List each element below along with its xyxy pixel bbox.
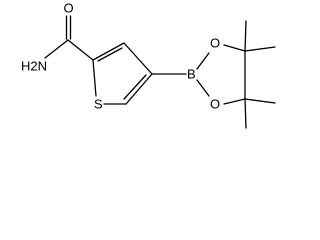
atom-label-boron: B	[187, 66, 196, 81]
bond-ring-c2-c3-inner	[97, 47, 123, 62]
atom-label-oxygen-bottom: O	[210, 96, 220, 111]
atom-label-amide-nitrogen: H2N	[21, 58, 47, 73]
bond-methyl-2	[244, 46, 276, 52]
molecule-diagram: O H2N S B O O	[21, 0, 276, 129]
bond-o-c-top	[223, 44, 246, 52]
atom-label-ring-sulfur: S	[94, 96, 103, 111]
atom-labels: O H2N S B O O	[21, 0, 220, 111]
atom-label-carbonyl-oxygen: O	[64, 0, 74, 15]
bond-methyl-4	[244, 98, 247, 129]
bond-ring-c4-c5-inner	[123, 74, 147, 100]
bond-c-n	[44, 39, 69, 59]
bond-o-c-bottom	[223, 98, 246, 105]
bond-methyl-3	[244, 98, 276, 104]
bond-methyl-1	[244, 20, 247, 52]
bond-ring-c4-c5	[125, 73, 153, 105]
bond-b-o-top	[196, 52, 210, 70]
structure-drawing: O H2N S B O O	[21, 0, 276, 129]
atom-label-oxygen-top: O	[210, 35, 220, 50]
bond-ring-c3-c4	[123, 42, 153, 75]
bond-b-o-bottom	[196, 79, 210, 97]
bond-lines	[44, 15, 276, 129]
bond-c-ring	[67, 39, 94, 61]
bond-ring-c2-c3	[92, 42, 125, 61]
bond-ring-s-c2	[92, 59, 97, 97]
